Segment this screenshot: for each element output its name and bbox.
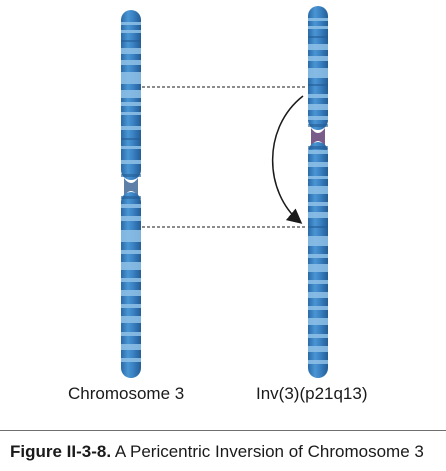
centromere bbox=[124, 178, 138, 196]
bands-right bbox=[308, 18, 328, 364]
chromosome-3-label: Chromosome 3 bbox=[68, 384, 185, 403]
chromosome-3-inverted bbox=[308, 6, 328, 378]
figure-title: A Pericentric Inversion of Chromosome 3 bbox=[114, 442, 424, 461]
chromosome-figure bbox=[121, 6, 328, 378]
bands-left bbox=[121, 22, 141, 362]
figure-caption: Figure II-3-8. A Pericentric Inversion o… bbox=[10, 442, 424, 462]
inversion-label: Inv(3)(p21q13) bbox=[256, 384, 368, 403]
inversion-arrow-icon bbox=[272, 95, 304, 224]
centromere-inv bbox=[311, 128, 325, 146]
caption-divider bbox=[0, 430, 446, 431]
chromosome-3-normal bbox=[121, 10, 141, 378]
figure-number: Figure II-3-8. bbox=[10, 442, 112, 461]
